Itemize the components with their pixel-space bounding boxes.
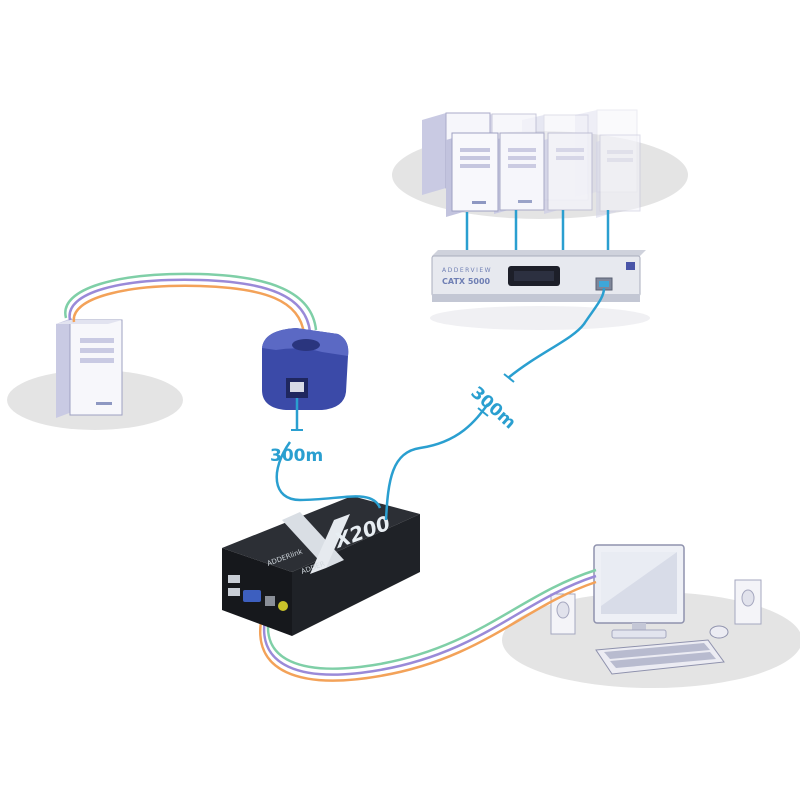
kvm-switch: ADDERVIEW CATX 5000: [431, 250, 646, 302]
server-tower-front-3: [544, 132, 593, 214]
extender-vga-port: [243, 590, 261, 602]
kvm-switch-logo-icon: [626, 262, 635, 270]
cat5-dongle: [262, 328, 349, 410]
x200-extender: X200 ADDERlink ADDER: [222, 496, 420, 636]
kvm-switch-model: CATX 5000: [442, 277, 491, 286]
distance-markers: [291, 373, 515, 431]
distance-label-left: 300m: [270, 446, 323, 466]
keyboard-icon: [595, 639, 725, 675]
extender-usb-port: [228, 588, 240, 596]
extender-audio-port: [278, 601, 288, 611]
switch-reflection: [430, 306, 650, 330]
speaker-right-icon: [734, 579, 762, 625]
server-tower-front-2: [494, 132, 545, 214]
server-tower-front-1: [446, 132, 499, 217]
extender-ps2-port: [265, 596, 275, 606]
distance-label-right: 300m: [467, 383, 520, 433]
mouse-icon: [709, 625, 729, 639]
kvm-switch-brand: ADDERVIEW: [442, 267, 492, 274]
extender-usb-port: [228, 575, 240, 583]
server-tower-front-4: [596, 134, 641, 218]
cat5-link-cables: [275, 287, 606, 521]
pc-tower-icon: [56, 318, 123, 418]
workstation-floor-shadow: [502, 592, 800, 688]
server-cables: [465, 210, 610, 252]
workstation-cables: [259, 568, 597, 682]
pc-dongle-cables: [64, 272, 318, 335]
monitor-icon: [593, 544, 685, 639]
server-rack-group: [422, 109, 641, 218]
workstation: [550, 544, 762, 675]
